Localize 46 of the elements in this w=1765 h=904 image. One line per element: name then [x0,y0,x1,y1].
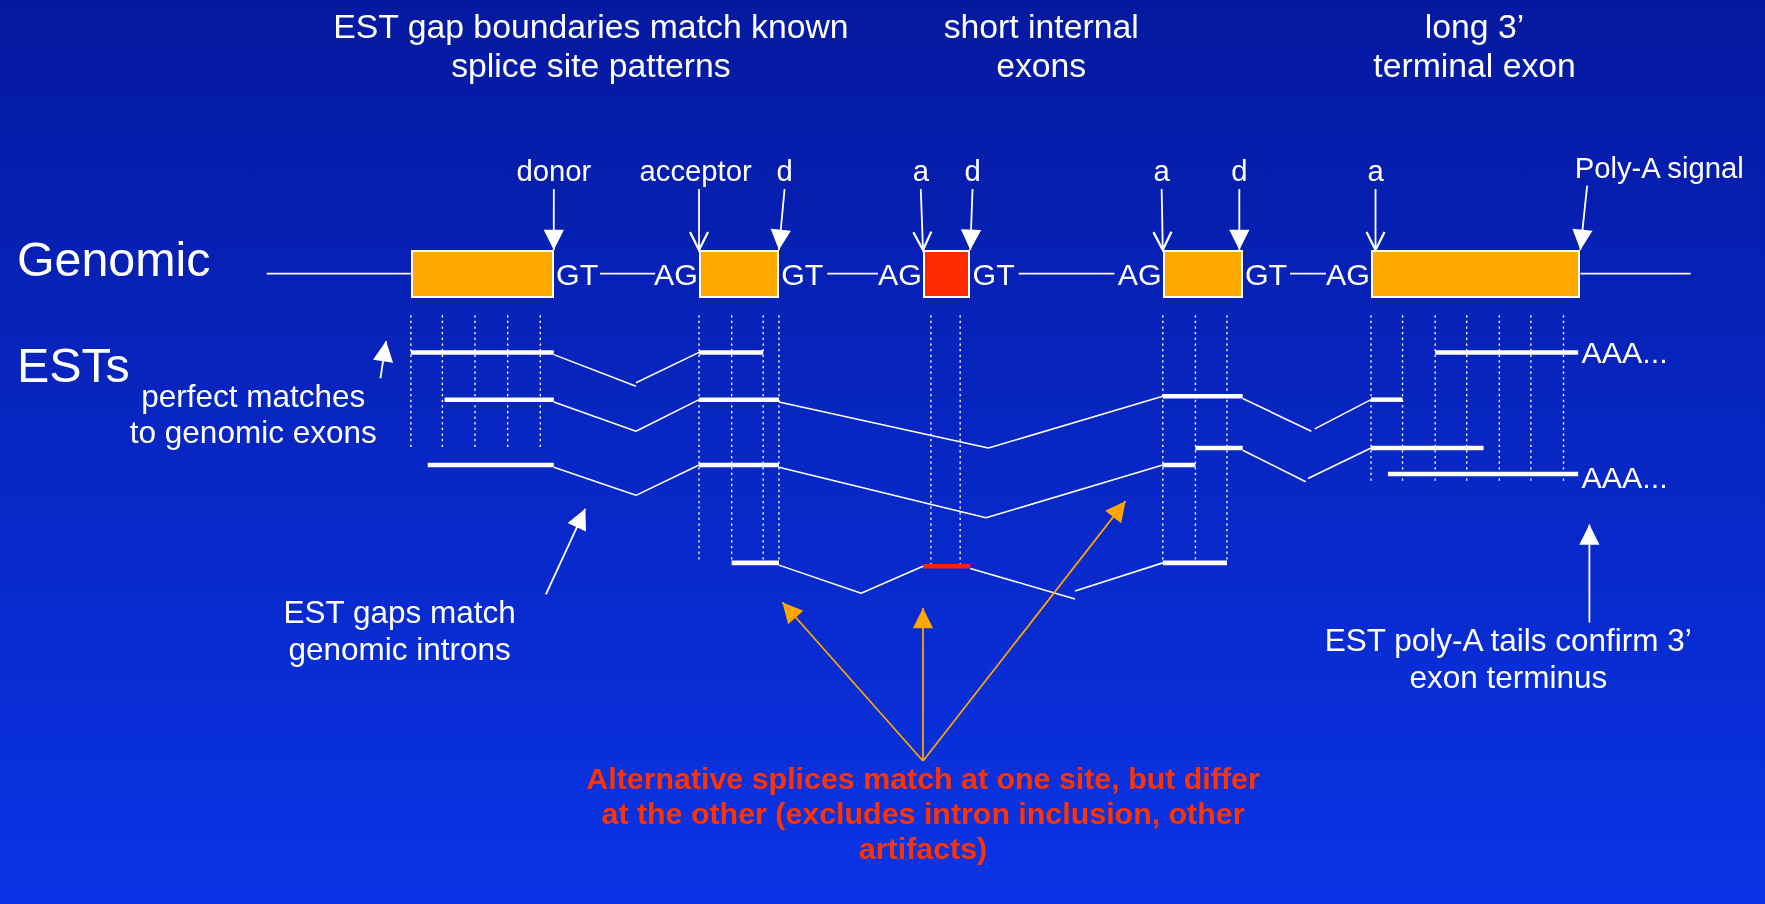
site-label: d [1231,155,1248,189]
leader-arrow [922,500,1127,762]
splice-site-label: GT [556,256,599,292]
leader-arrow [688,188,710,252]
site-label: a [1367,155,1384,189]
leader-arrow [1365,188,1386,252]
track-label: Genomic [16,231,211,288]
leader-arrow [373,340,394,380]
splice-site-label: AG [1326,256,1370,292]
site-label: d [964,155,981,189]
heading-text: long 3’ terminal exon [1372,6,1577,85]
splice-site-label: GT [972,256,1015,292]
callout-text: EST poly-A tails confirm 3’ exon terminus [1288,622,1728,695]
leader-arrow [781,601,924,762]
callout-text: EST gaps match genomic introns [253,594,546,667]
site-label: donor [516,155,592,189]
exon-box [410,249,554,299]
heading-text: short internal exons [942,6,1140,85]
heading-text: EST gap boundaries match known splice site patterns [332,6,850,85]
leader-arrow [960,188,982,251]
poly-a-label: AAA... [1581,335,1668,371]
leader-arrow [770,188,791,251]
leader-arrow [1229,188,1250,251]
leader-arrow [1152,188,1173,252]
splice-site-label: AG [1117,256,1162,292]
splice-site-label: GT [781,256,824,292]
site-label: Poly-A signal [1574,151,1744,186]
leader-arrow [912,188,933,252]
splice-site-label: AG [878,256,922,292]
exon-box [1371,249,1581,299]
poly-a-label: AAA... [1581,460,1668,496]
exon-box [923,249,971,299]
splice-site-label: GT [1244,256,1288,292]
site-label: a [1153,155,1170,189]
note-text: Alternative splices match at one site, but differ at the other (excludes intron inclusion, other artifacts) [574,760,1272,866]
leader-arrow [1579,523,1600,624]
exon-box [699,249,779,299]
leader-arrow [545,507,587,596]
site-label: a [912,155,929,189]
leader-arrow [1572,184,1593,251]
exon-box [1162,249,1243,299]
splice-site-label: AG [654,256,698,292]
leader-arrow [912,607,934,762]
leader-arrow [543,188,564,251]
site-label: d [776,155,793,189]
site-label: acceptor [639,155,752,189]
